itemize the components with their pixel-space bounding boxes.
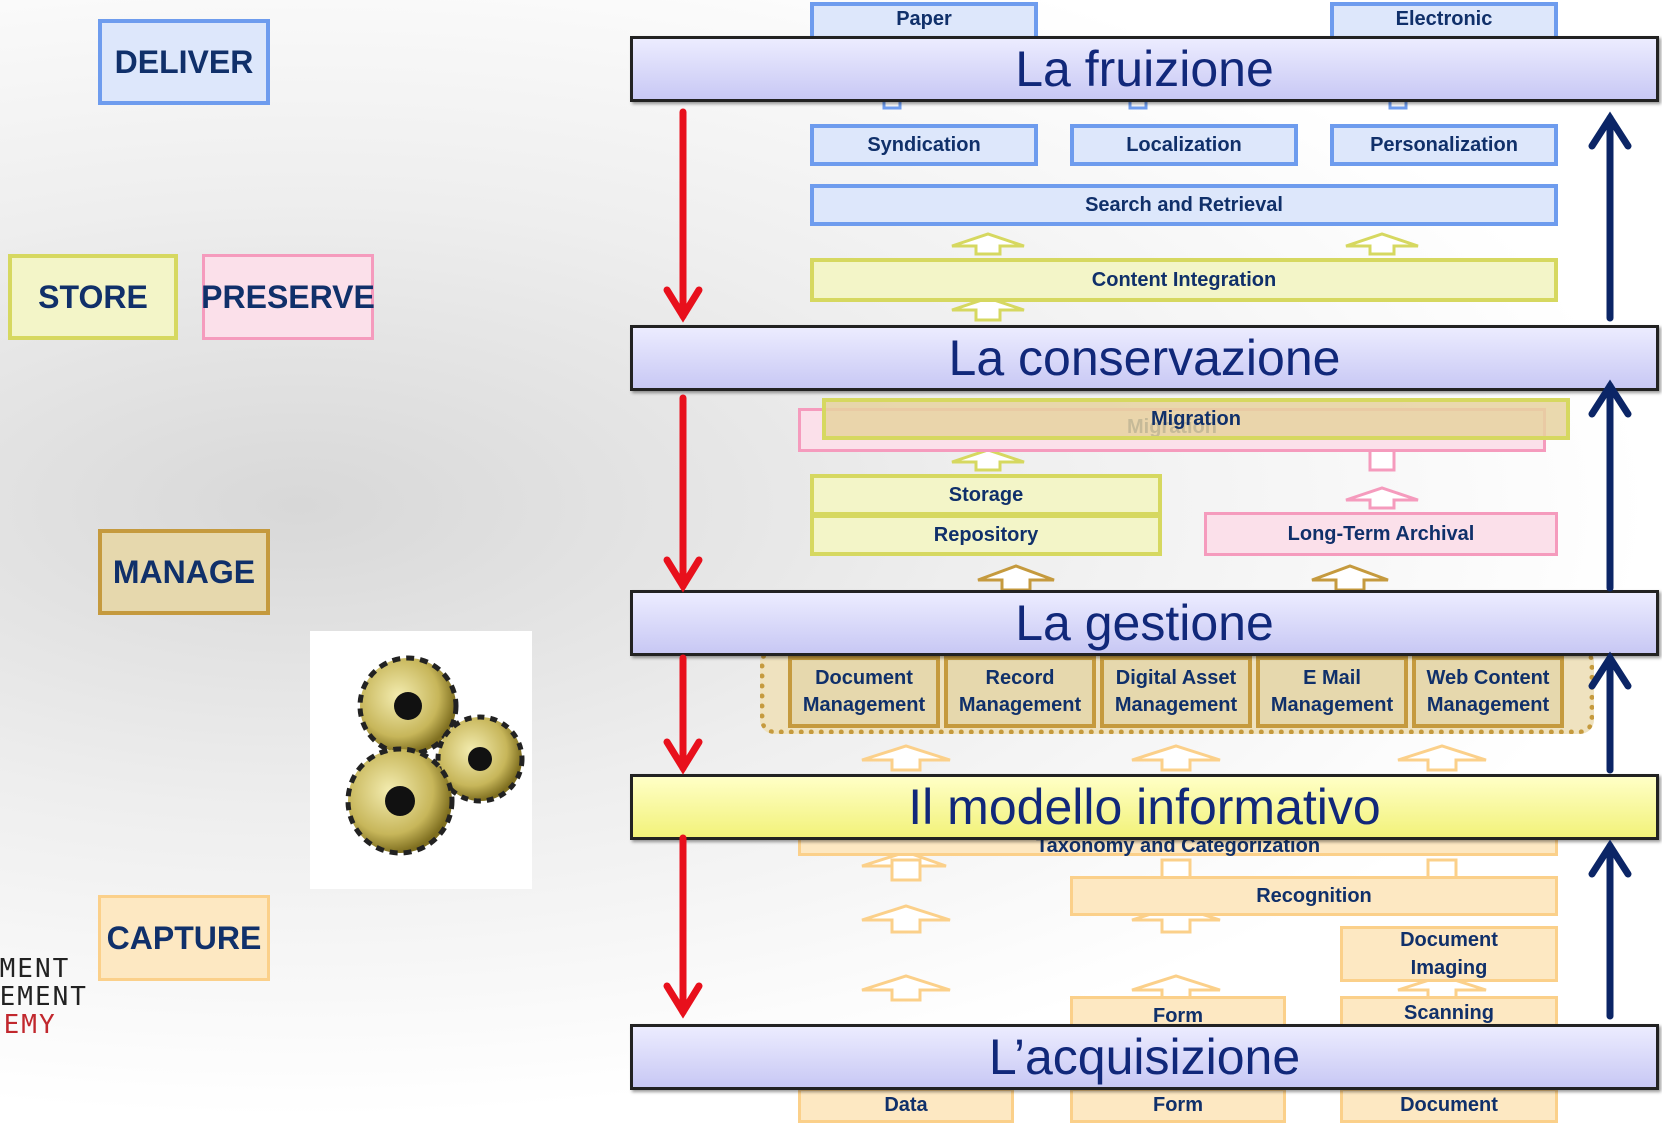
category-manage: MANAGE [98,529,270,615]
banner-acquisizione: L’acquisizione [630,1024,1659,1090]
category-preserve: PRESERVE [201,254,375,340]
document-imaging-line2: Imaging [1410,957,1488,979]
document-management-box: Document Management [788,656,940,728]
document-management-line2: Management [802,694,926,716]
gear-icon [435,714,525,804]
syndication-box: Syndication [810,124,1038,166]
document-imaging-line1: Document [1400,929,1498,951]
category-capture: CAPTURE [98,895,270,981]
banner-conservazione: La conservazione [630,325,1659,391]
banner-gestione: La gestione [630,590,1659,656]
migration-store-box: Migration [822,398,1570,440]
digital-asset-management-line1: Digital Asset [1115,667,1237,689]
gear-icon [345,746,455,856]
down-arrow-icon [663,834,703,1019]
web-content-management-box: Web Content Management [1412,656,1564,728]
document-imaging-box: Document Imaging [1340,926,1558,982]
down-arrow-icon [663,394,703,593]
logo: UMENT GEMENT DEMY [0,955,110,1045]
document-management-line1: Document [815,667,913,689]
up-arrow-icon [1588,651,1632,774]
banner-modello: Il modello informativo [630,774,1659,840]
down-arrow-icon [663,108,703,323]
localization-box: Localization [1070,124,1298,166]
record-management-line2: Management [958,694,1082,716]
up-arrow-icon [1588,111,1632,322]
gears-image [310,631,532,889]
logo-line-1: UMENT [0,954,71,984]
storage-box: Storage [810,474,1162,516]
logo-line-3: DEMY [0,1010,57,1040]
up-arrow-icon [1588,839,1632,1020]
personalization-box: Personalization [1330,124,1558,166]
up-arrow-icon [1588,379,1632,592]
search-retrieval-box: Search and Retrieval [810,184,1558,226]
document-bottom-box: Document [1340,1088,1558,1123]
down-arrow-icon [663,654,703,775]
content-integration-box: Content Integration [810,258,1558,302]
category-store: STORE [8,254,178,340]
email-management-line1: E Mail [1303,667,1361,689]
record-management-box: Record Management [944,656,1096,728]
web-content-management-line2: Management [1426,694,1550,716]
logo-line-2: GEMENT [0,982,88,1012]
digital-asset-management-box: Digital Asset Management [1100,656,1252,728]
digital-asset-management-line2: Management [1114,694,1238,716]
long-term-archival-box: Long-Term Archival [1204,512,1558,556]
repository-box: Repository [810,514,1162,556]
web-content-management-line1: Web Content [1426,667,1550,689]
record-management-line1: Record [985,667,1055,689]
banner-fruizione: La fruizione [630,36,1659,102]
email-management-line2: Management [1270,694,1394,716]
recognition-box: Recognition [1070,876,1558,916]
data-box: Data [798,1088,1014,1123]
email-management-box: E Mail Management [1256,656,1408,728]
category-deliver: DELIVER [98,19,270,105]
